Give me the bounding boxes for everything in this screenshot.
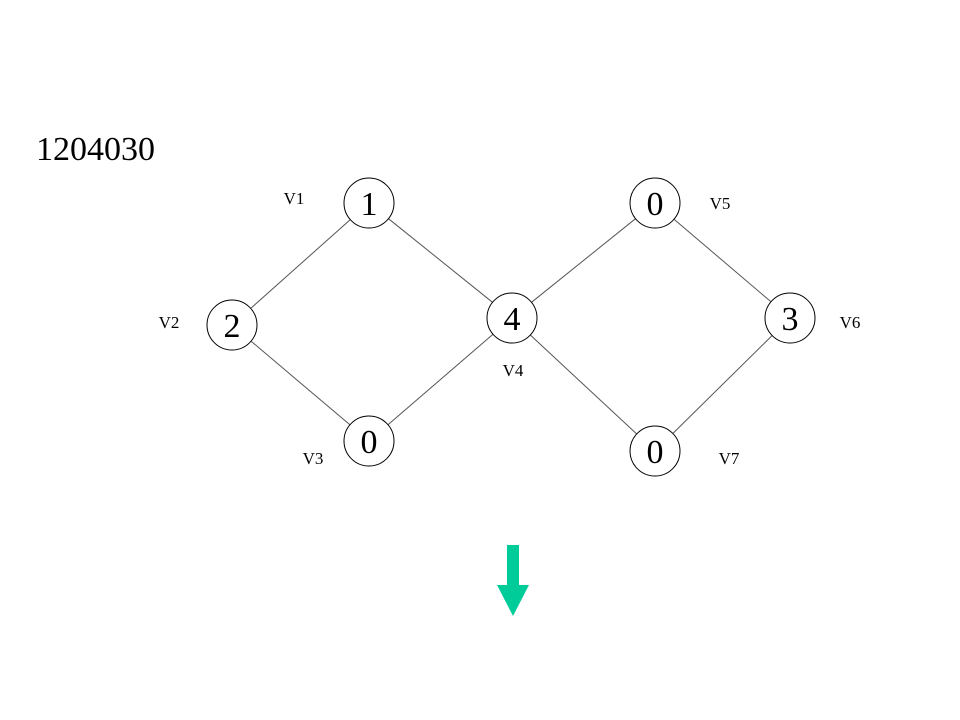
node-v7: 0 <box>629 425 681 477</box>
degree-sequence: 1204030 <box>36 131 155 168</box>
node-value: 0 <box>361 424 378 461</box>
node-label-v1: V1 <box>284 189 305 208</box>
node-value: 0 <box>647 434 664 471</box>
edge-v2-v3 <box>250 340 351 426</box>
node-circle <box>206 299 258 351</box>
node-v3: 0 <box>343 415 395 467</box>
edge-v4-v5 <box>531 218 636 303</box>
node-circle <box>343 415 395 467</box>
edge-v6-v7 <box>672 335 773 434</box>
edge-v1-v2 <box>250 219 351 309</box>
node-value: 0 <box>647 186 664 223</box>
node-value: 4 <box>504 301 521 338</box>
node-label-v4: V4 <box>503 361 524 380</box>
node-circle <box>764 292 816 344</box>
node-circle <box>629 177 681 229</box>
node-label-v6: V6 <box>840 313 861 332</box>
edge-v1-v4 <box>388 218 493 303</box>
node-v5: 0 <box>629 177 681 229</box>
edge-v5-v6 <box>673 218 772 303</box>
node-label-v7: V7 <box>719 449 740 468</box>
node-value: 3 <box>782 301 799 338</box>
arrow-head <box>497 585 529 616</box>
node-value: 2 <box>224 308 241 345</box>
arrow-down-icon <box>497 545 529 616</box>
edge-layer <box>250 218 773 435</box>
arrow-shaft <box>507 545 519 587</box>
node-v6: 3 <box>764 292 816 344</box>
node-label-v2: V2 <box>159 313 180 332</box>
node-v1: 1 <box>343 177 395 229</box>
edge-v3-v4 <box>387 333 494 426</box>
node-circle <box>343 177 395 229</box>
node-v4: 4 <box>486 292 538 344</box>
node-label-v3: V3 <box>303 449 324 468</box>
node-circle <box>486 292 538 344</box>
node-label-v5: V5 <box>710 194 731 213</box>
node-circle <box>629 425 681 477</box>
edge-v4-v7 <box>529 334 638 435</box>
node-value: 1 <box>361 186 378 223</box>
node-layer: 1 2 0 4 0 3 0 <box>206 177 816 477</box>
node-v2: 2 <box>206 299 258 351</box>
